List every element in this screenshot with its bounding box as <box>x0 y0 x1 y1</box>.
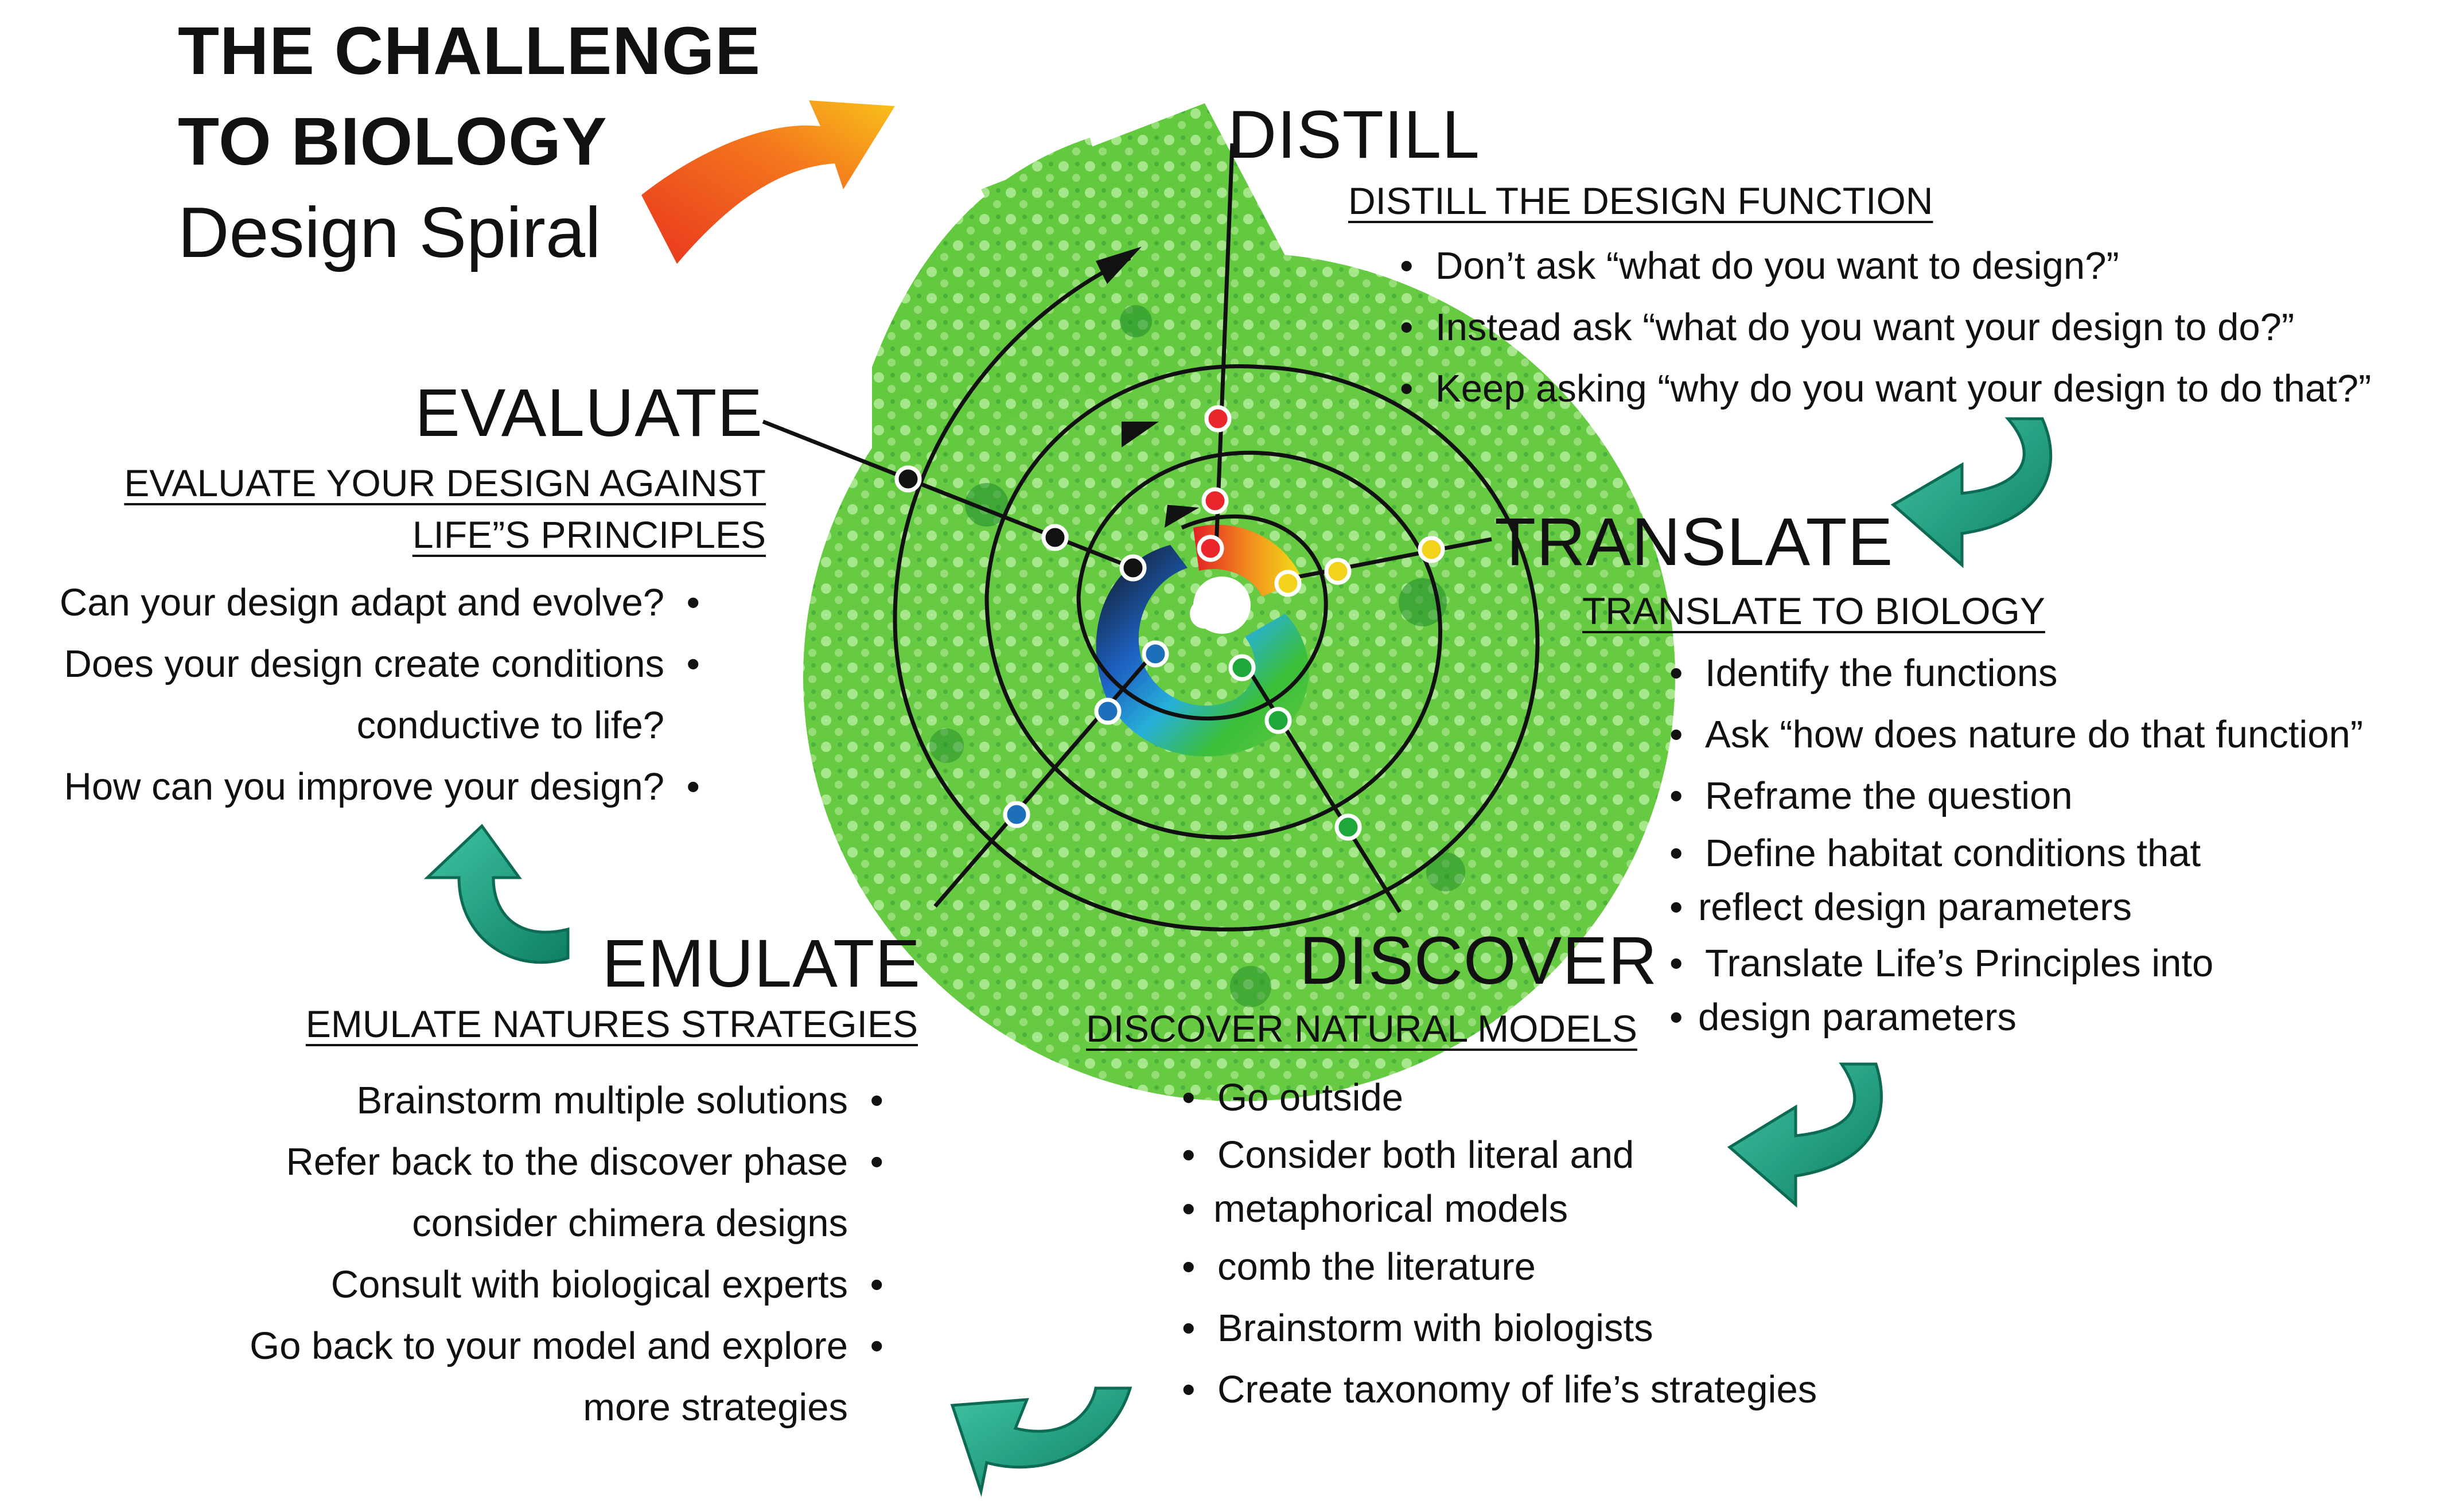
list-item: Identify the functions <box>1669 642 2363 704</box>
list-item: Don’t ask “what do you want to design?” <box>1400 235 2371 297</box>
evaluate-node-3 <box>1119 554 1147 582</box>
title-line-1: THE CHALLENGE <box>178 13 761 89</box>
teal-arrow-emulate-to-evaluate <box>423 824 570 964</box>
phase-nodes <box>894 405 1445 841</box>
translate-subheading: TRANSLATE TO BIOLOGY <box>1582 590 2045 632</box>
list-item: Define habitat conditions that <box>1669 827 2363 880</box>
distill-node-2 <box>1201 487 1229 515</box>
list-item: more strategies <box>583 1386 848 1429</box>
list-item: comb the literature <box>1182 1236 1817 1298</box>
teal-arrow-distill-to-translate <box>1890 417 2053 568</box>
list-item: metaphorical models <box>1182 1182 1817 1236</box>
list-item: Keep asking “why do you want your design… <box>1400 358 2371 419</box>
spiral-arrowhead-inner <box>1165 505 1199 528</box>
discover-phase-label: DISCOVER <box>1299 923 1658 999</box>
translate-list: Identify the functions Ask “how does nat… <box>1669 642 2363 1045</box>
evaluate-phase-label: EVALUATE <box>415 375 763 451</box>
list-item: Create taxonomy of life’s strategies <box>1182 1359 1817 1420</box>
list-item: Translate Life’s Principles into <box>1669 937 2363 991</box>
title-line-3: Design Spiral <box>178 193 601 272</box>
list-item: Consult with biological experts <box>250 1254 883 1315</box>
list-item: Ask “how does nature do that function” <box>1669 704 2363 765</box>
distill-phase-label: DISTILL <box>1228 97 1480 173</box>
translate-node-3 <box>1274 570 1302 597</box>
emulate-phase-label: EMULATE <box>602 926 921 1002</box>
evaluate-list: Can your design adapt and evolve? Does y… <box>60 572 700 817</box>
evaluate-subheading-line-2: LIFE”S PRINCIPLES <box>412 513 766 556</box>
translate-phase-label: TRANSLATE <box>1494 504 1894 580</box>
orange-title-arrow <box>641 100 895 264</box>
discover-node-1 <box>1334 813 1362 841</box>
list-item: Reframe the question <box>1669 765 2363 827</box>
list-item: How can you improve your design? <box>60 756 700 817</box>
list-item: design parameters <box>1669 991 2363 1045</box>
discover-list: Go outside Consider both literal and met… <box>1182 1067 1817 1420</box>
translate-node-2 <box>1324 558 1352 585</box>
emulate-subheading: EMULATE NATURES STRATEGIES <box>305 1003 918 1045</box>
list-item: conductive to life? <box>356 704 664 747</box>
list-item: Does your design create conditions <box>60 633 700 695</box>
evaluate-node-2 <box>1041 524 1069 551</box>
evaluate-node-1 <box>894 465 922 493</box>
list-item: reflect design parameters <box>1669 880 2363 934</box>
diagram-title: THE CHALLENGE TO BIOLOGY Design Spiral <box>178 6 761 279</box>
list-item: Consider both literal and <box>1182 1128 1817 1182</box>
emulate-node-3 <box>1142 640 1169 668</box>
list-item: Refer back to the discover phase <box>250 1131 883 1193</box>
spiral-arrowhead-outer <box>1096 247 1142 284</box>
spiral-arrowhead-middle <box>1122 422 1159 447</box>
list-item: Go outside <box>1182 1067 1817 1128</box>
list-item: Can your design adapt and evolve? <box>60 572 700 633</box>
discover-node-2 <box>1264 707 1292 734</box>
emulate-node-2 <box>1094 698 1122 725</box>
title-line-2: TO BIOLOGY <box>178 104 608 180</box>
evaluate-subheading-line-1: EVALUATE YOUR DESIGN AGAINST <box>124 462 766 504</box>
list-item: Go back to your model and explore <box>250 1315 883 1377</box>
distill-list: Don’t ask “what do you want to design?” … <box>1400 235 2371 419</box>
list-item: Brainstorm with biologists <box>1182 1298 1817 1359</box>
distill-subheading: DISTILL THE DESIGN FUNCTION <box>1348 180 1933 222</box>
list-item: consider chimera designs <box>412 1202 848 1245</box>
discover-subheading: DISCOVER NATURAL MODELS <box>1086 1007 1637 1050</box>
teal-arrow-discover-to-emulate <box>950 1386 1132 1497</box>
evaluate-subheading: EVALUATE YOUR DESIGN AGAINST LIFE”S PRIN… <box>124 457 766 560</box>
emulate-node-1 <box>1003 801 1030 828</box>
translate-node-1 <box>1418 536 1445 563</box>
discover-node-3 <box>1228 654 1256 681</box>
list-item: Instead ask “what do you want your desig… <box>1400 297 2371 358</box>
distill-node-3 <box>1197 535 1224 562</box>
leader-lines <box>762 143 1492 913</box>
distill-node-1 <box>1204 405 1232 433</box>
list-item: Brainstorm multiple solutions <box>250 1070 883 1131</box>
emulate-list: Brainstorm multiple solutions Refer back… <box>250 1070 883 1438</box>
